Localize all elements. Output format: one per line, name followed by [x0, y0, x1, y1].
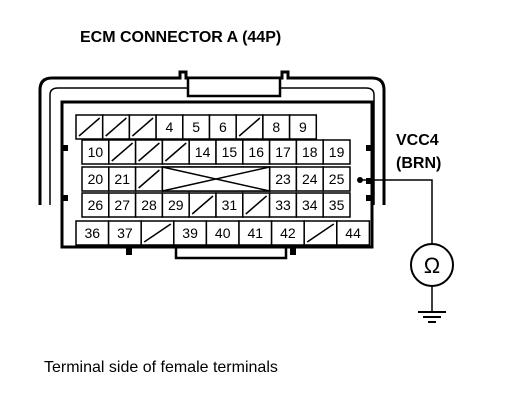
- terminal-number: 19: [329, 144, 345, 160]
- terminal-number: 40: [215, 225, 231, 241]
- ground-icon: [418, 311, 446, 323]
- terminal-number: 14: [195, 144, 211, 160]
- blank-terminal-slash: [238, 117, 261, 137]
- terminal-number: 9: [299, 119, 307, 135]
- terminal-cell: [336, 220, 371, 246]
- blank-terminal-slash: [306, 223, 335, 243]
- terminal-cell: [322, 139, 351, 165]
- terminal-cell: [288, 114, 318, 140]
- blank-terminal-slash: [143, 223, 172, 243]
- connector-latch: [186, 76, 282, 98]
- terminal-number: 15: [222, 144, 238, 160]
- terminal-number: 16: [248, 144, 264, 160]
- terminal-cell: [182, 114, 211, 140]
- terminal-number: 5: [192, 119, 200, 135]
- blank-terminal-slash: [111, 142, 134, 162]
- wire-color-label: (BRN): [396, 155, 441, 172]
- connector-body: [60, 100, 374, 249]
- terminal-grid: 4 5 6 8 9 10 14 15 16 17 18 19 20 21 23 24 25 26 27 28 29 31 3…: [75, 114, 371, 246]
- right-lock-tab-mid: [366, 178, 372, 184]
- connector-bottom-key: [174, 247, 288, 260]
- terminal-number: 41: [248, 225, 264, 241]
- terminal-number: 4: [166, 119, 174, 135]
- right-lock-tab-lower: [366, 195, 372, 201]
- terminal-number: 28: [141, 197, 157, 213]
- terminal-number: 39: [182, 225, 198, 241]
- blank-terminal-slash: [138, 142, 160, 162]
- blank-terminal-slash: [131, 117, 154, 137]
- blank-terminal-slash: [164, 142, 187, 162]
- ohm-symbol: Ω: [424, 253, 440, 278]
- terminal-number: 31: [222, 197, 238, 213]
- diagram-title: ECM CONNECTOR A (44P): [80, 29, 281, 46]
- terminal-number: 18: [302, 144, 318, 160]
- terminal-cell: [295, 192, 324, 218]
- terminal-number: 44: [345, 225, 361, 241]
- blocked-area-cross: [162, 166, 270, 192]
- terminal-cell: [215, 192, 244, 218]
- blank-terminal-slash: [245, 195, 268, 215]
- terminal-cell: [322, 166, 351, 192]
- terminal-number: 8: [272, 119, 280, 135]
- terminal-number: 21: [114, 171, 130, 187]
- terminal-number: 27: [114, 197, 130, 213]
- terminal-number: 17: [275, 144, 291, 160]
- left-lock-tab-upper: [62, 145, 68, 151]
- terminal-number: 23: [275, 171, 291, 187]
- blank-terminal-slash: [191, 195, 214, 215]
- terminal-number: 26: [88, 197, 104, 213]
- terminal-number: 25: [329, 171, 345, 187]
- terminal-cell: [242, 139, 271, 165]
- probe-contact-dot: [357, 177, 363, 183]
- terminal-cell: [205, 220, 240, 246]
- blank-terminal-slash: [105, 117, 127, 137]
- terminal-number: 33: [275, 197, 291, 213]
- blank-terminal-slash: [138, 169, 160, 189]
- terminal-cell: [268, 192, 298, 218]
- terminal-number: 42: [280, 225, 296, 241]
- left-lock-tab-lower: [62, 195, 68, 201]
- blank-terminal-slash: [78, 117, 101, 137]
- bottom-key-left-mark: [126, 247, 132, 255]
- terminal-cell: [107, 220, 142, 246]
- terminal-number: 6: [219, 119, 227, 135]
- terminal-number: 20: [88, 171, 104, 187]
- terminal-cell: [208, 114, 237, 140]
- probe-wire: [360, 179, 433, 244]
- signal-label: VCC4: [396, 132, 439, 149]
- terminal-number: 34: [302, 197, 318, 213]
- terminal-cell: [81, 192, 110, 218]
- terminal-number: 36: [85, 225, 101, 241]
- terminal-cell: [238, 220, 273, 246]
- terminal-number: 29: [168, 197, 184, 213]
- terminal-number: 37: [117, 225, 133, 241]
- terminal-number: 10: [88, 144, 104, 160]
- terminal-cell: [295, 166, 324, 192]
- terminal-number: 35: [329, 197, 345, 213]
- bottom-key-right-mark: [290, 247, 296, 255]
- terminal-cell: [173, 220, 208, 246]
- terminal-cell: [322, 192, 351, 218]
- right-lock-tab-upper: [366, 145, 372, 151]
- terminal-number: 24: [302, 171, 318, 187]
- terminal-cell: [81, 139, 110, 165]
- diagram-caption: Terminal side of female terminals: [44, 359, 278, 376]
